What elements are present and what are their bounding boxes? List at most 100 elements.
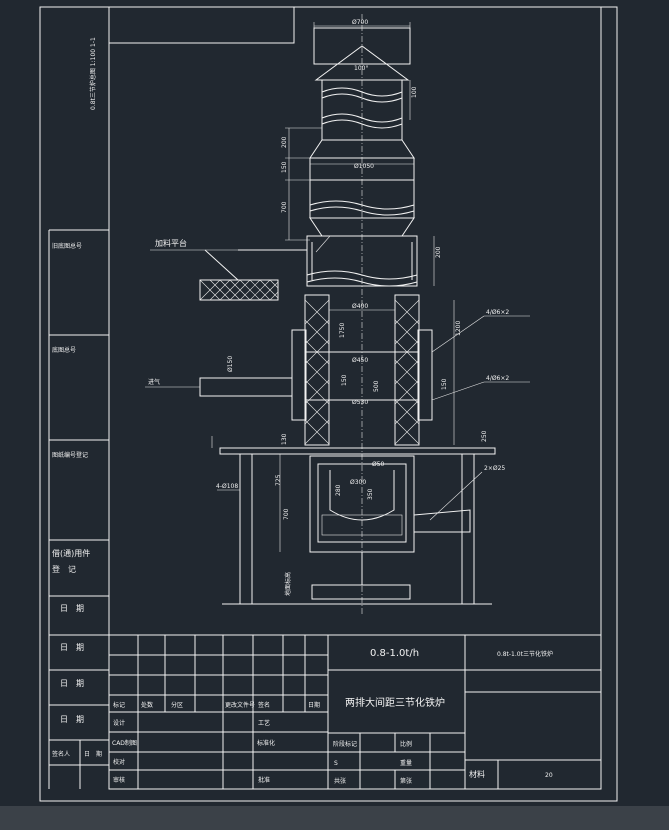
weight-label: 重量 bbox=[400, 759, 412, 767]
charging-box bbox=[306, 235, 418, 287]
review-label: 审核 bbox=[113, 776, 125, 784]
dim-top-width: Ø700 bbox=[352, 19, 368, 26]
break-wave-4 bbox=[321, 119, 403, 129]
rev-mark-4: 签名 bbox=[258, 701, 270, 709]
dim-r1: 100 bbox=[411, 86, 418, 98]
margin-date2: 日 期 bbox=[60, 643, 84, 652]
approve-label: 批准 bbox=[258, 776, 270, 784]
margin-top-text: 0.8t三节炉总图 1:100 1-1 bbox=[89, 37, 97, 110]
dim-leg: 4-Ø108 bbox=[216, 483, 238, 490]
dim-r5: 200 bbox=[435, 246, 442, 258]
rev-mark-1: 处数 bbox=[141, 701, 153, 709]
margin-date4: 日 期 bbox=[60, 715, 84, 724]
dim-c6: 150 bbox=[341, 374, 348, 386]
windbox-left bbox=[291, 329, 307, 421]
margin-reg3: 图纸编号登记 bbox=[52, 451, 88, 459]
dim-c7: 500 bbox=[373, 380, 380, 392]
platform-leader-2 bbox=[204, 249, 239, 281]
capacity-label: 0.8-1.0t/h bbox=[370, 648, 419, 659]
drawing-number: 0.8t-1.0t三节化铁炉 bbox=[497, 650, 553, 658]
chimney-walls bbox=[321, 80, 403, 140]
dim-c9: 250 bbox=[481, 430, 488, 442]
hearth-lining bbox=[317, 463, 407, 543]
dim-h2: 700 bbox=[283, 508, 290, 520]
status-bar bbox=[0, 806, 669, 830]
dim-c5: 1200 bbox=[455, 321, 462, 336]
left-margin bbox=[49, 229, 109, 789]
shaft-lining bbox=[304, 294, 420, 446]
dim-t2: 4/Ø6×2 bbox=[486, 309, 509, 316]
margin-reg1: 旧底图总号 bbox=[52, 242, 82, 250]
dim-s3: 350 bbox=[367, 488, 374, 500]
margin-date5: 日 期 bbox=[84, 750, 102, 758]
margin-date1: 日 期 bbox=[60, 604, 84, 613]
dim-cap-angle: 100° bbox=[354, 65, 368, 72]
design-label: 设计 bbox=[113, 719, 125, 727]
scale-s-label: S bbox=[334, 760, 338, 767]
dim-r2: 200 bbox=[281, 136, 288, 148]
process-label: 工艺 bbox=[258, 719, 270, 727]
leg-right bbox=[461, 453, 475, 605]
sheet-number: 第张 bbox=[400, 777, 412, 785]
air-inlet-pipe bbox=[199, 377, 293, 397]
hearth-well bbox=[329, 470, 395, 521]
dim-lower-dia: Ø400 bbox=[352, 303, 368, 310]
tuyere-leader-1 bbox=[431, 315, 485, 353]
arrester-walls bbox=[309, 180, 415, 218]
rev-mark-2: 分区 bbox=[171, 701, 183, 709]
chimney-top-box bbox=[313, 27, 411, 65]
drawing-title: 两排大间距三节化铁炉 bbox=[345, 696, 445, 709]
arrester-upper bbox=[309, 157, 415, 181]
dim-c3: Ø450 bbox=[352, 357, 368, 364]
check-label: 校对 bbox=[113, 758, 125, 766]
dim-r4: 700 bbox=[281, 201, 288, 213]
tuyere-leader-2 bbox=[431, 381, 485, 401]
platform-label: 加料平台 bbox=[155, 238, 187, 248]
margin-sign: 签名人 bbox=[52, 750, 70, 758]
platform-hatch bbox=[199, 279, 279, 301]
break-wave-7 bbox=[306, 270, 418, 280]
title-block-grid bbox=[49, 634, 601, 789]
bottom-door bbox=[311, 584, 411, 600]
dim-c1: 1750 bbox=[339, 323, 346, 338]
charging-door bbox=[315, 235, 331, 253]
rev-mark-5: 日期 bbox=[308, 701, 320, 709]
rev-mark-0: 标记 bbox=[113, 701, 125, 709]
dim-mid-dia: Ø1050 bbox=[354, 163, 374, 170]
inner-frame bbox=[108, 6, 602, 790]
dim-h1: 725 bbox=[275, 474, 282, 486]
platform-block bbox=[199, 279, 279, 301]
left-dimension-chain bbox=[285, 127, 322, 241]
material-label: 材料 bbox=[469, 769, 485, 779]
windbox-right bbox=[417, 329, 433, 421]
sheets-total: 共张 bbox=[334, 777, 346, 785]
dim-c4: Ø530 bbox=[352, 399, 368, 406]
break-wave-6 bbox=[309, 206, 415, 216]
slag-layer bbox=[321, 514, 403, 536]
dim-r3: 150 bbox=[281, 161, 288, 173]
dim-t1: 130 bbox=[281, 433, 288, 445]
stage-label: 阶段标记 bbox=[333, 740, 357, 748]
ground-label: 地面标高 bbox=[284, 572, 292, 596]
dim-s2: Ø50 bbox=[372, 461, 385, 468]
material-value: 20 bbox=[545, 772, 553, 779]
standard-label: 标准化 bbox=[257, 739, 275, 747]
dim-s1: Ø300 bbox=[350, 479, 366, 486]
tap-spout bbox=[413, 509, 471, 533]
top-left-box bbox=[108, 6, 295, 44]
dim-out: 2×Ø25 bbox=[484, 465, 505, 472]
air-label: 进气 bbox=[148, 378, 160, 386]
dim-t3: 4/Ø6×2 bbox=[486, 375, 509, 382]
break-wave-3 bbox=[321, 113, 403, 123]
ratio-label: 比例 bbox=[400, 740, 412, 748]
dim-air: Ø150 bbox=[227, 356, 234, 372]
rain-cap bbox=[314, 45, 410, 81]
cad-label: CAD制图 bbox=[112, 739, 137, 747]
break-wave-8 bbox=[306, 277, 418, 287]
margin-reg4a: 借(通)用件 bbox=[52, 548, 90, 558]
dim-s4: 280 bbox=[335, 484, 342, 496]
dim-c8: 150 bbox=[441, 378, 448, 390]
operating-floor bbox=[219, 447, 496, 455]
leg-left bbox=[239, 453, 253, 605]
